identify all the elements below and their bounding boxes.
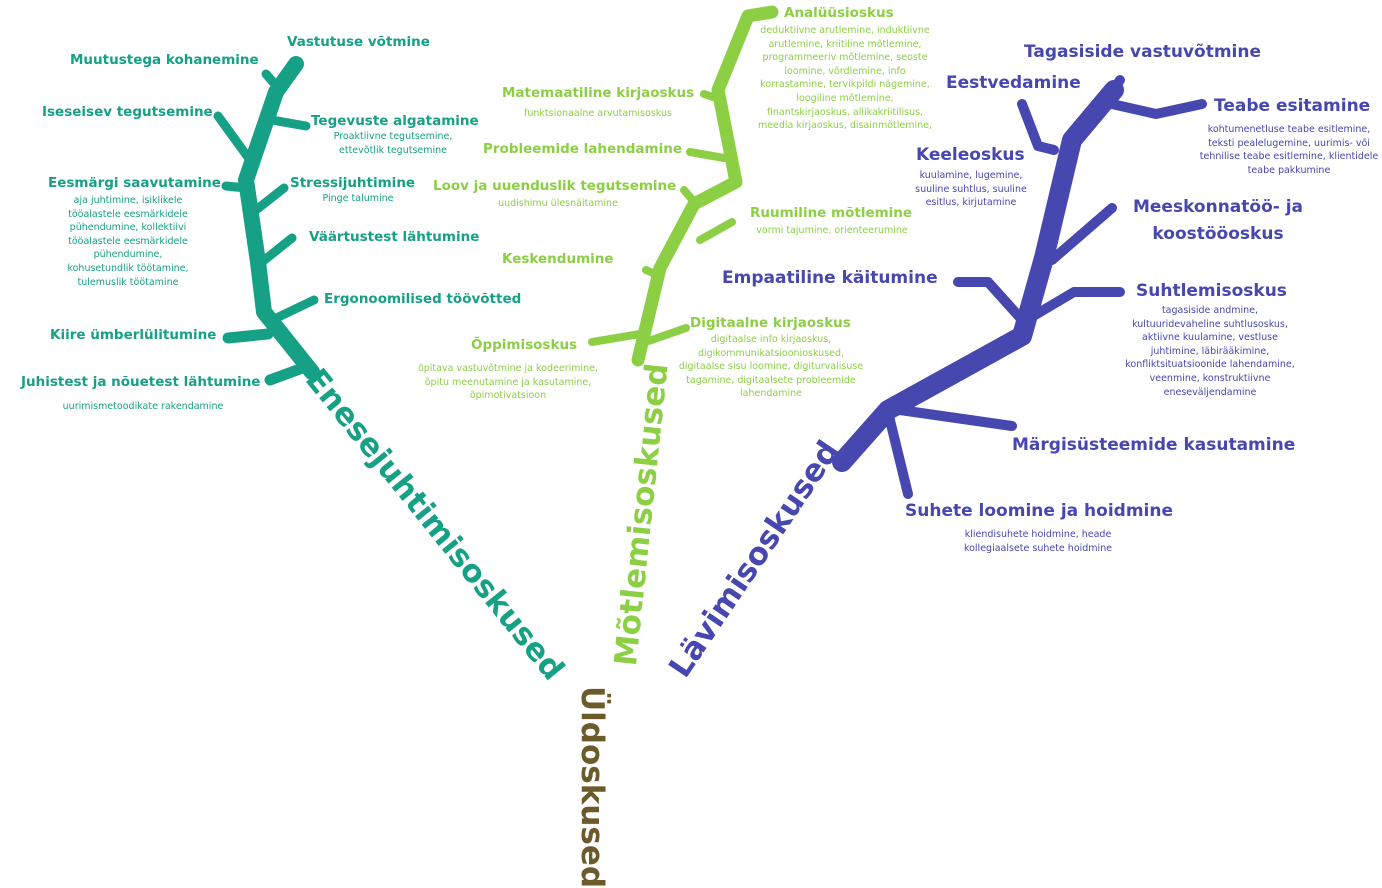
skill-stressijuhtimine: Stressijuhtimine: [290, 175, 416, 191]
skill-juhistest-lahtumine: Juhistest ja nõuetest lähtumine: [21, 374, 261, 390]
green-twig-iseseisev: [213, 111, 255, 165]
skill-keskendumine: Keskendumine: [502, 251, 614, 267]
green-twig-vaartus: [257, 233, 297, 267]
blue-trunk: [832, 80, 1124, 472]
green-twig-ergo: [263, 295, 319, 327]
skill-keeleoskus: Keeleoskus: [916, 145, 1025, 165]
lime-twig-ruum: [696, 218, 736, 244]
skill-teabe-esitamine: Teabe esitamine: [1214, 96, 1371, 116]
skill-digitaalne-kirjaoskus-desc: digitaalse info kirjaoskus, digikommunik…: [678, 334, 864, 400]
blue-twig-suhtl: [1025, 287, 1125, 323]
skill-eestvedamine: Eestvedamine: [946, 73, 1081, 93]
green-twig-juhised: [264, 360, 314, 386]
green-twig-kiire: [222, 328, 274, 344]
skill-loov-uuenduslik: Loov ja uuenduslik tegutsemine: [433, 178, 677, 194]
skill-ruumiline-motlemine-desc: vormi tajumine, orienteerumine: [756, 225, 908, 236]
skill-loov-uuenduslik-desc: uudishimu ülesnäitamine: [498, 198, 618, 209]
green-twig-algatamine: [267, 115, 311, 131]
skill-muutustega-kohanemine: Muutustega kohanemine: [70, 52, 259, 68]
root-label: Üldoskused: [574, 686, 610, 888]
lime-twig-matem: [700, 90, 720, 102]
skill-eesmargi-saavutamine-desc: aja juhtimine, isiklikele tööalastele ee…: [67, 195, 189, 288]
skill-analuusioskus: Analüüsioskus: [784, 5, 894, 21]
skill-juhistest-lahtumine-desc: uurimismetoodikate rakendamine: [62, 401, 224, 412]
skill-iseseisev-tegutsemine: Iseseisev tegutsemine: [42, 104, 213, 120]
skill-vaartustest-lahtumine: Väärtustest lähtumine: [309, 229, 480, 245]
blue-branch: [832, 75, 1207, 499]
blue-twig-teave: [1107, 99, 1207, 119]
green-trunk: [238, 56, 320, 380]
green-branch: [213, 56, 320, 386]
skill-margisusteemide-kasutamine: Märgisüsteemide kasutamine: [1012, 435, 1296, 455]
skill-oppimisoskus-desc: õpitava vastuvõtmine ja kodeerimine, õpi…: [417, 363, 599, 402]
skill-empaatiline-kaitumine: Empaatiline käitumine: [722, 268, 938, 288]
skill-vastutuse-votmine: Vastutuse võtmine: [287, 34, 430, 50]
skill-digitaalne-kirjaoskus: Digitaalne kirjaoskus: [690, 315, 851, 331]
green-twig-stress: [251, 183, 289, 215]
skill-suhtlemisoskus-desc: tagasiside andmine, kultuuridevaheline s…: [1125, 305, 1295, 398]
skill-matemaatiline-kirjaoskus-desc: funktsionaalne arvutamisoskus: [524, 108, 672, 119]
skill-stressijuhtimine-desc: Pinge talumine: [322, 193, 394, 204]
blue-twig-meesk: [1047, 203, 1117, 265]
skill-oppimisoskus: Õppimisoskus: [471, 337, 578, 353]
lime-twig-loov: [680, 186, 700, 208]
skill-probleemide-lahendamine: Probleemide lahendamine: [483, 141, 682, 157]
skill-meeskonnatoo-koostoo: Meeskonnatöö- ja koostööoskus: [1132, 197, 1304, 244]
skill-suhete-loomine-hoidmine-desc: kliendisuhete hoidmine, heade kollegiaal…: [963, 529, 1113, 554]
skill-tegevuste-algatamine: Tegevuste algatamine: [311, 113, 479, 129]
lime-twig-kesk: [642, 266, 664, 280]
skill-eesmargi-saavutamine: Eesmärgi saavutamine: [48, 175, 221, 191]
blue-twig-margi: [895, 405, 1017, 431]
skill-analuusioskus-desc: deduktiivne arutlemine, induktiivne arut…: [757, 25, 933, 132]
blue-twig-empaat: [953, 277, 1029, 327]
blue-twig-tagasiside: [1103, 75, 1125, 103]
lime-branch: [588, 5, 779, 367]
skill-suhete-loomine-hoidmine: Suhete loomine ja hoidmine: [905, 501, 1173, 521]
skill-suhtlemisoskus: Suhtlemisoskus: [1136, 281, 1287, 301]
blue-twig-suhted: [883, 407, 913, 499]
green-twig-eesmark: [221, 181, 251, 193]
skill-tegevuste-algatamine-desc: Proaktiivne tegutsemine, ettevõtlik tegu…: [333, 131, 453, 156]
skill-tagasiside-vastuvotmine: Tagasiside vastuvõtmine: [1024, 42, 1261, 62]
lime-twig-digi: [636, 324, 690, 348]
lime-twig-oppim: [588, 330, 644, 346]
skill-matemaatiline-kirjaoskus: Matemaatiline kirjaoskus: [502, 85, 695, 101]
skill-ergonoomilised-toovotted: Ergonoomilised töövõtted: [324, 291, 522, 307]
lime-trunk: [631, 5, 779, 367]
skill-ruumiline-motlemine: Ruumiline mõtlemine: [750, 205, 913, 221]
green-twig-vastutus: [261, 69, 285, 95]
lime-twig-probl: [686, 148, 728, 162]
skill-kiire-umberlulitumine: Kiire ümberlülitumine: [50, 327, 217, 343]
skill-keeleoskus-desc: kuulamine, lugemine, suuline suhtlus, su…: [915, 170, 1027, 209]
blue-twig-eestved: [1017, 99, 1059, 155]
skill-teabe-esitamine-desc: kohtumenetluse teabe esitlemine, teksti …: [1199, 124, 1379, 176]
